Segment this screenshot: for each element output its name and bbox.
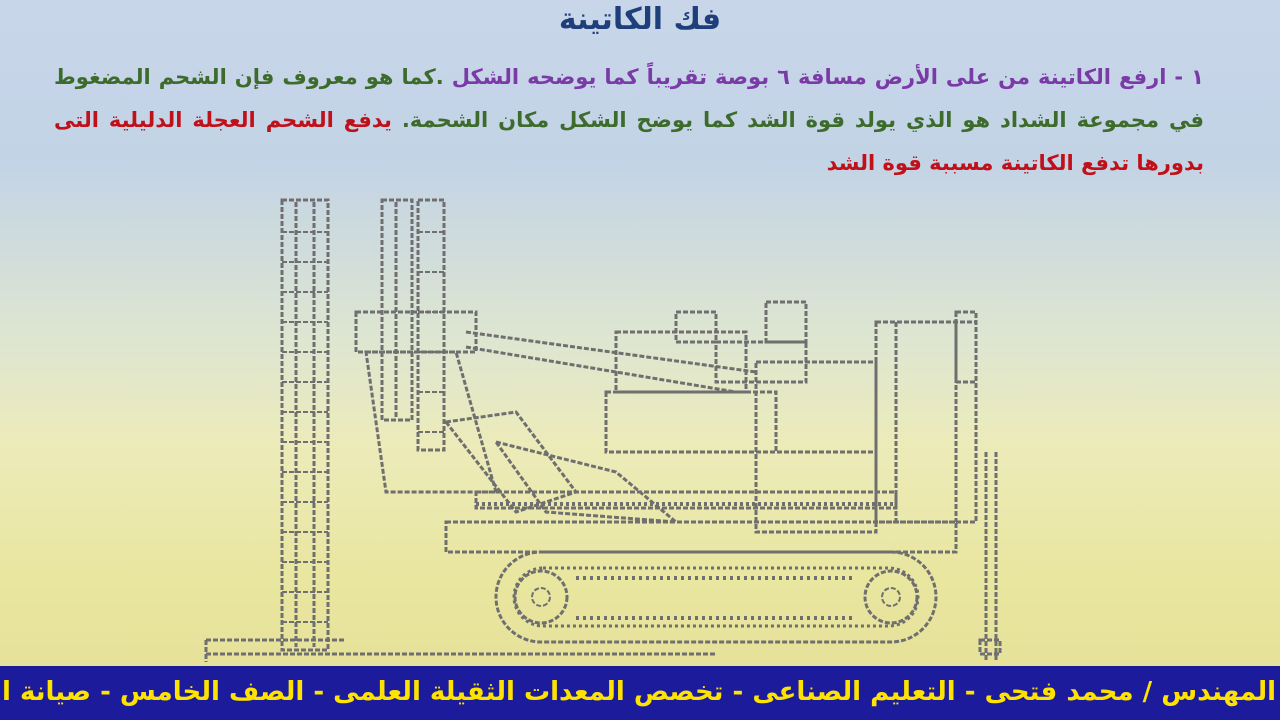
news-ticker-bar: المهندس / محمد فتحى - التعليم الصناعى - … bbox=[0, 666, 1280, 720]
engine-housing bbox=[604, 300, 978, 534]
mast bbox=[280, 198, 446, 652]
crawler-drill-diagram bbox=[204, 198, 1002, 662]
slide-title: فك الكاتينة bbox=[558, 2, 722, 37]
base-plate bbox=[204, 638, 716, 662]
instruction-highlight: يدفع الشحم العجلة الدليلية التى بدورها ت… bbox=[54, 108, 1204, 175]
mast-rungs bbox=[282, 231, 444, 623]
chassis-frame bbox=[444, 490, 958, 554]
crawler-track bbox=[494, 550, 938, 644]
instruction-paragraph: ١ - ارفع الكاتينة من على الأرض مسافة ٦ ب… bbox=[54, 56, 1204, 185]
ticker-text: المهندس / محمد فتحى - التعليم الصناعى - … bbox=[0, 677, 1276, 707]
instruction-explanation: .كما هو معروف فإن الشحم المضغوط في مجموع… bbox=[54, 65, 1204, 132]
rear-outrigger bbox=[978, 452, 1002, 662]
instruction-step-1: ١ - ارفع الكاتينة من على الأرض مسافة ٦ ب… bbox=[443, 65, 1204, 89]
